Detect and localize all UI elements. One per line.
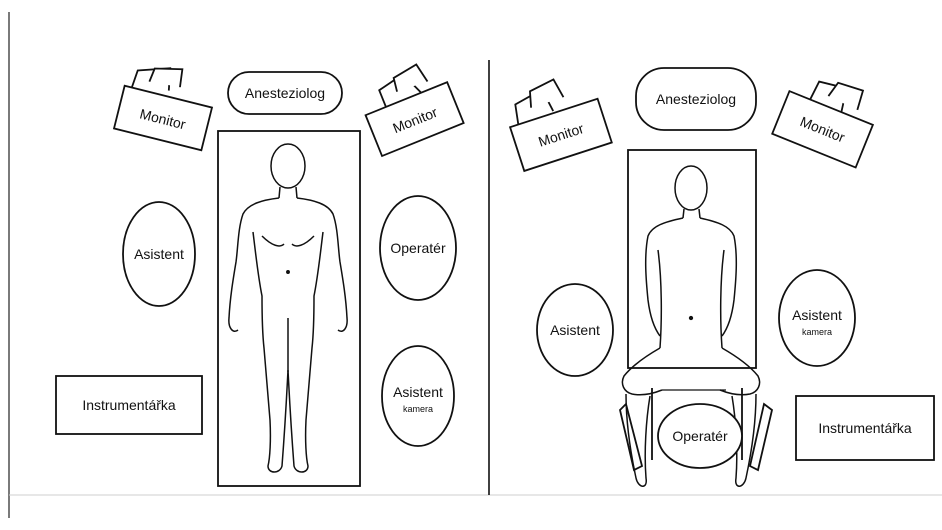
left-instrumentarka-label: Instrumentářka <box>82 397 176 413</box>
left-monitor-right-node: Monitor <box>355 56 464 156</box>
right-kamera-sublabel: kamera <box>802 327 832 337</box>
right-anesteziolog-label: Anesteziolog <box>656 91 736 107</box>
left-monitor-left-node: Monitor <box>114 57 219 151</box>
left-operater-label: Operatér <box>390 240 446 256</box>
right-asistent-kamera-node: Asistent kamera <box>779 270 855 366</box>
right-asistent-node: Asistent <box>537 284 613 376</box>
left-asistent-label: Asistent <box>134 246 184 262</box>
right-instrumentarka-label: Instrumentářka <box>818 420 912 436</box>
left-asistent-node: Asistent <box>123 202 195 306</box>
left-panel: Anesteziolog Monitor Monitor <box>56 56 464 486</box>
left-anesteziolog-label: Anesteziolog <box>245 85 325 101</box>
left-asistent-kamera-label: Asistent <box>393 384 443 400</box>
right-panel: Monitor Anesteziolog Monitor <box>500 65 934 486</box>
right-operater-label: Operatér <box>672 428 728 444</box>
left-patient-supine <box>229 144 347 472</box>
right-instrumentarka-node: Instrumentářka <box>796 396 934 460</box>
left-operating-table <box>218 131 360 486</box>
right-asistent-kamera-label: Asistent <box>792 307 842 323</box>
left-kamera-sublabel: kamera <box>403 404 433 414</box>
left-instrumentarka-node: Instrumentářka <box>56 376 202 434</box>
right-monitor-left-node: Monitor <box>500 68 612 171</box>
right-anesteziolog-node: Anesteziolog <box>636 68 756 130</box>
right-monitor-right-node: Monitor <box>772 65 883 167</box>
left-operater-node: Operatér <box>380 196 456 300</box>
left-asistent-kamera-node: Asistent kamera <box>382 346 454 446</box>
right-asistent-label: Asistent <box>550 322 600 338</box>
right-operater-node: Operatér <box>658 404 742 468</box>
right-leg-rest-left <box>620 404 642 470</box>
left-anesteziolog-node: Anesteziolog <box>228 72 342 114</box>
